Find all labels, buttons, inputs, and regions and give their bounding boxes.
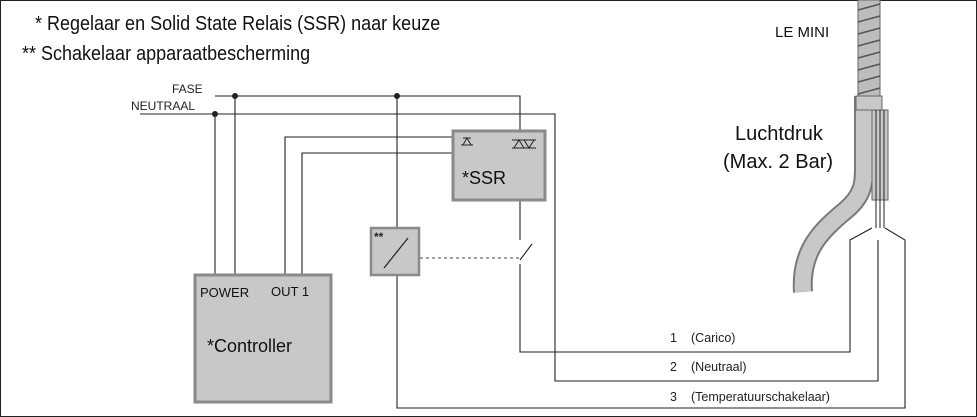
junction-dot xyxy=(232,93,238,99)
wire-2-desc: (Neutraal) xyxy=(691,360,747,374)
neutraal-line xyxy=(140,113,879,382)
neutraal-label: NEUTRAAL xyxy=(131,99,196,113)
heater-tube xyxy=(792,0,889,293)
fase-line xyxy=(215,95,521,140)
junction-dot xyxy=(212,111,218,117)
ssr-control-wire-plus xyxy=(284,136,455,275)
relay-contact xyxy=(519,243,533,261)
fase-label: FASE xyxy=(172,82,203,96)
wire-3-desc: (Temperatuurschakelaar) xyxy=(691,390,830,404)
temperature-switch-wire xyxy=(396,227,906,409)
note-regelaar: * Regelaar en Solid State Relais (SSR) n… xyxy=(35,13,441,35)
protection-switch-box xyxy=(369,226,421,277)
air-pressure-max: (Max. 2 Bar) xyxy=(723,151,834,173)
controller-box xyxy=(193,273,333,404)
note-schakelaar: ** Schakelaar apparaatbescherming xyxy=(22,43,311,65)
controller-out1-label: OUT 1 xyxy=(271,284,310,299)
wire-1-number: 1 xyxy=(670,331,677,345)
ssr-control-wire-minus xyxy=(301,152,455,275)
wire-2-number: 2 xyxy=(670,360,677,374)
heater-name: LE MINI xyxy=(775,24,830,41)
protection-switch-label: ** xyxy=(374,230,384,244)
load-wire xyxy=(519,227,873,353)
air-pressure-title: Luchtdruk xyxy=(735,123,823,145)
junction-dot xyxy=(394,93,400,99)
controller-power-label: POWER xyxy=(200,285,250,300)
diode-icon xyxy=(461,136,473,146)
ssr-box xyxy=(451,129,547,202)
wire-1-desc: (Carico) xyxy=(691,331,736,345)
wire-3-number: 3 xyxy=(670,390,677,404)
triac-icon xyxy=(512,139,536,149)
controller-label: *Controller xyxy=(207,336,293,356)
ssr-label: *SSR xyxy=(462,168,507,188)
